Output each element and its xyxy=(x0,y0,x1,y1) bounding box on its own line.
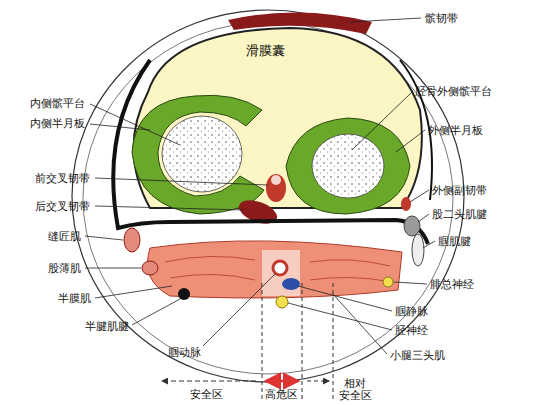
structure-label: 腘静脉 xyxy=(395,305,428,318)
structure-label: 后交叉韧带 xyxy=(35,200,90,213)
structure-label: 内侧半月板 xyxy=(30,117,85,130)
structure-label: 胫骨外侧髌平台 xyxy=(415,85,492,98)
structure-label: 胫神经 xyxy=(395,324,428,337)
zone-label: 相对 安全区 xyxy=(337,378,373,402)
zone-label: 安全区 xyxy=(190,388,223,401)
structure-label: 半腱肌腱 xyxy=(85,320,129,333)
structure-label: 外侧半月板 xyxy=(428,124,483,137)
structure-label: 缝匠肌 xyxy=(48,230,81,243)
structure-label: 内侧髌平台 xyxy=(30,97,85,110)
structure-label: 外侧副韧带 xyxy=(432,184,487,197)
structure-label: 股二头肌腱 xyxy=(432,208,487,221)
structure-label: 股薄肌 xyxy=(48,262,81,275)
structure-label: 腓总神经 xyxy=(430,278,474,291)
region-label: 滑膜囊 xyxy=(246,44,285,57)
structure-label: 髌韧带 xyxy=(425,12,458,25)
zone-label: 高危区 xyxy=(265,388,298,401)
structure-label: 小腿三头肌 xyxy=(390,349,445,362)
structure-label: 腘动脉 xyxy=(168,346,201,359)
structure-label: 半膜肌 xyxy=(58,292,91,305)
structure-label: 腘肌腱 xyxy=(438,235,471,248)
structure-label: 前交叉韧带 xyxy=(35,172,90,185)
